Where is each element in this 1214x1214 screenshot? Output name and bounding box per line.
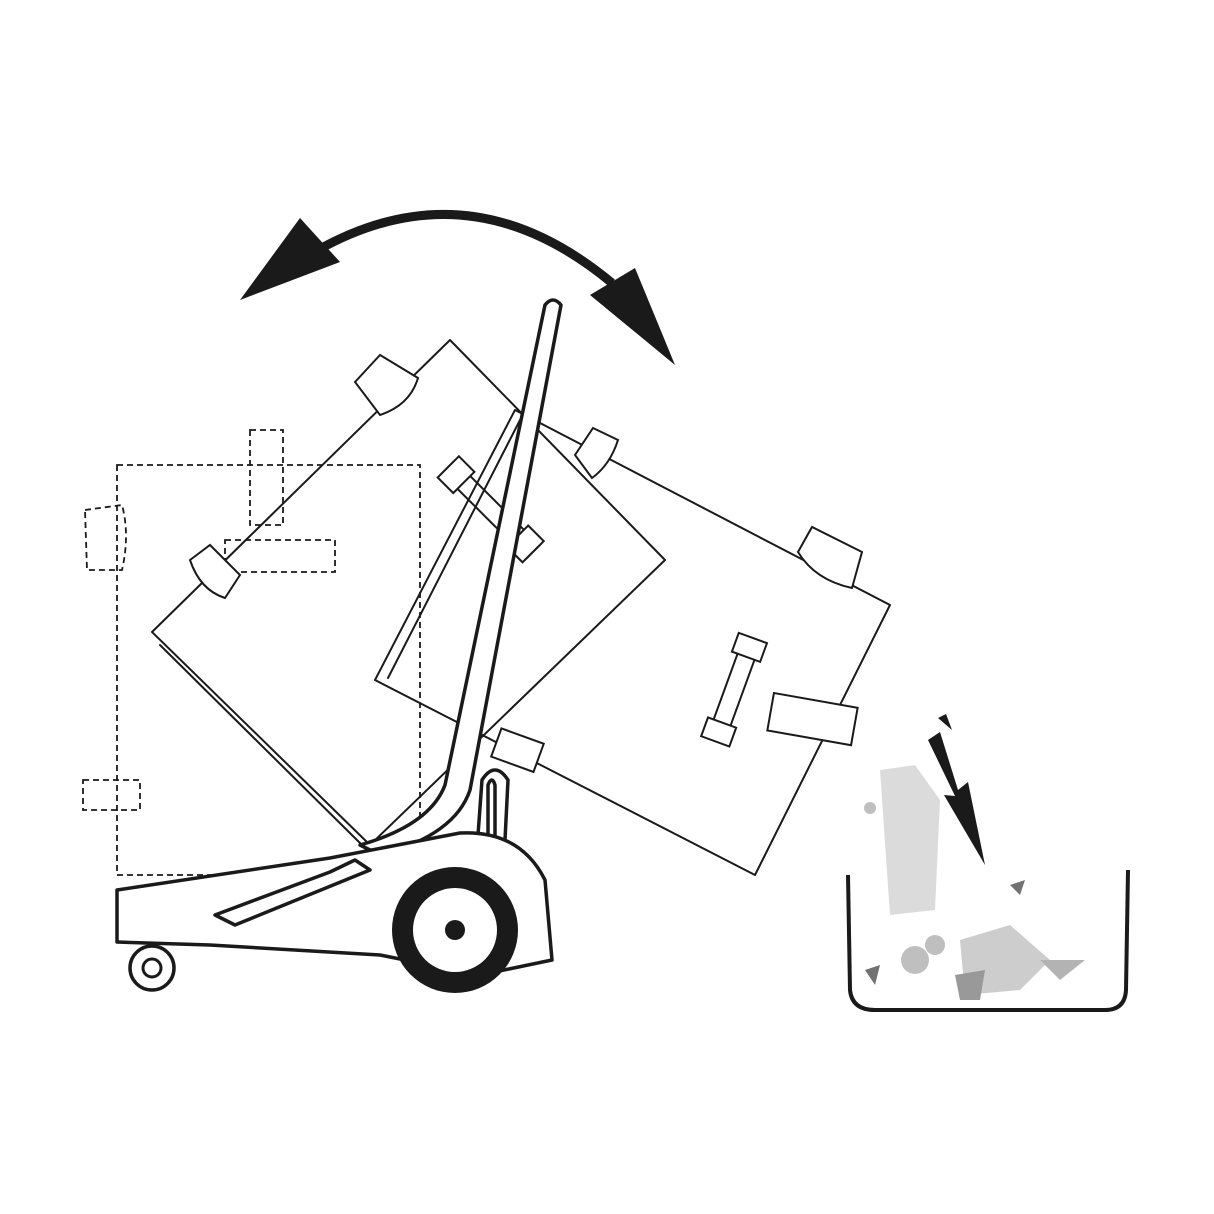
vacuum-cleaner-icon bbox=[115, 298, 563, 993]
down-arrow-icon bbox=[928, 714, 985, 865]
upright-container-outline bbox=[82, 429, 421, 876]
tilted-container-2 bbox=[374, 409, 891, 876]
bin-icon bbox=[846, 765, 1130, 1012]
tilted-container-1 bbox=[151, 339, 666, 846]
double-curved-arrow-icon bbox=[240, 209, 675, 365]
debris bbox=[864, 765, 1085, 1000]
